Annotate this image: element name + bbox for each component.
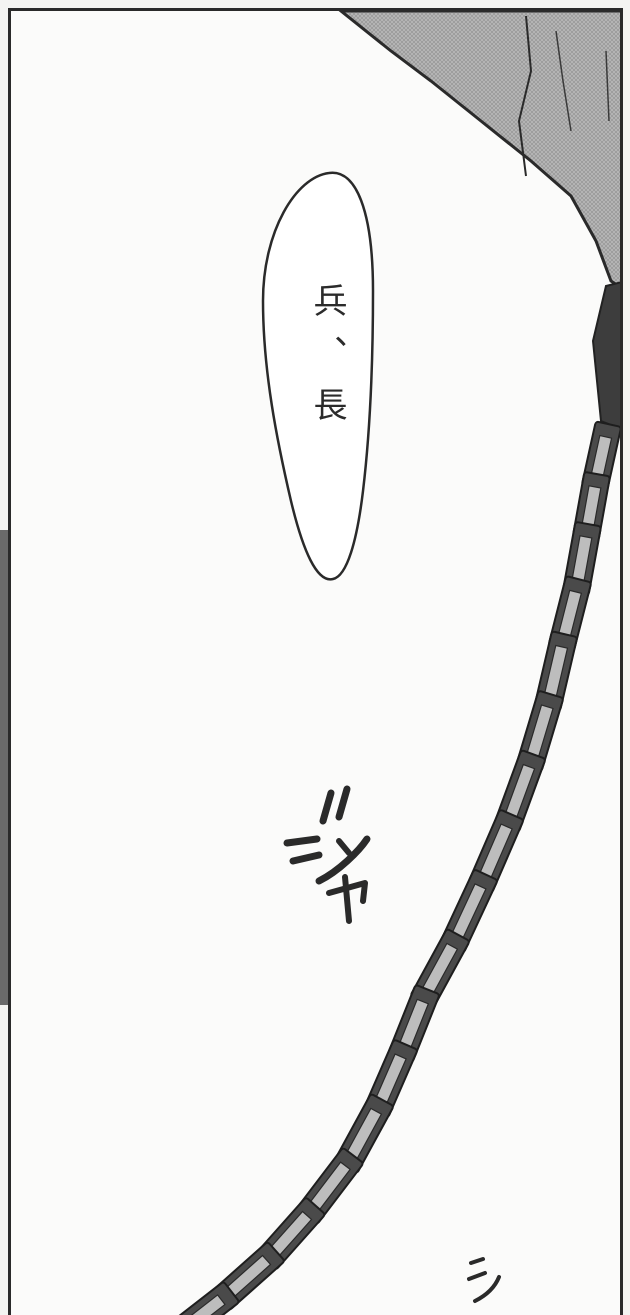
chain <box>167 420 620 1315</box>
rock-crack <box>517 15 533 177</box>
panel-artwork <box>167 11 620 1315</box>
chain-link <box>548 575 592 652</box>
speech-bubble-text: 兵、長 <box>307 283 347 439</box>
chain-link <box>167 1281 240 1315</box>
adjacent-panel-edge <box>0 530 10 1005</box>
sound-effect-ja <box>283 785 371 924</box>
manga-panel: 兵、長 <box>8 8 623 1315</box>
sound-effect-small <box>467 1257 501 1303</box>
rock-crack <box>555 30 572 132</box>
rock-crack <box>605 50 610 122</box>
chain-link <box>562 521 602 596</box>
rock-wall <box>338 11 620 289</box>
speech-bubble-outline <box>261 171 375 581</box>
chain-anchor <box>591 281 620 430</box>
